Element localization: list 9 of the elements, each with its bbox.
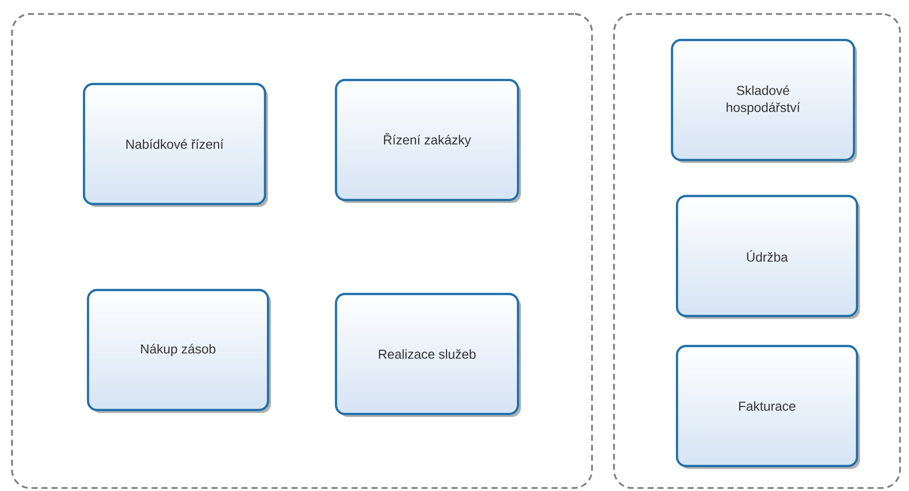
process-box: Realizace služeb <box>334 292 521 417</box>
process-box: Fakturace <box>676 344 860 469</box>
process-box: Řízení zakázky <box>334 78 521 203</box>
group-container <box>11 13 593 489</box>
group-container <box>613 13 901 489</box>
process-box: Nákup zásob <box>86 288 271 413</box>
process-box: Skladové hospodářství <box>670 38 857 163</box>
process-box: Údržba <box>676 194 860 319</box>
process-box: Nabídkové řízení <box>82 82 268 207</box>
